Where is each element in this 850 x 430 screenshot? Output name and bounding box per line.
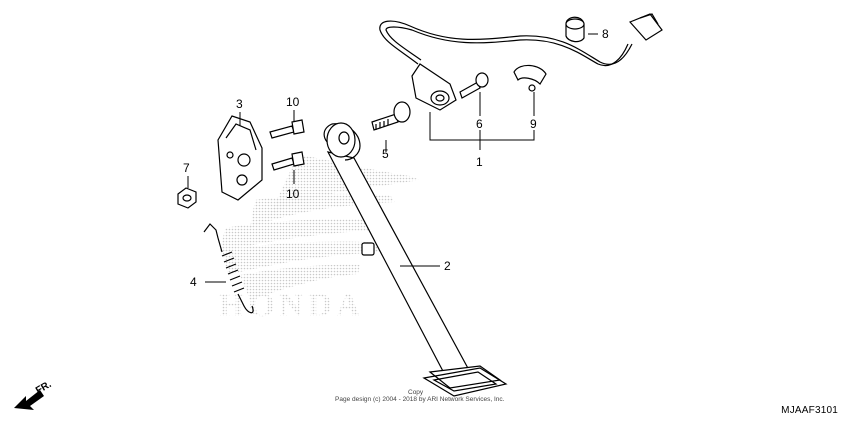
wire-clamp[interactable]: [565, 16, 585, 43]
callout-10-upper: 10: [286, 95, 300, 109]
side-stand-switch[interactable]: [379, 13, 663, 111]
flange-nut[interactable]: [177, 187, 197, 209]
callout-3: 3: [236, 97, 243, 111]
bracket-bolt-upper[interactable]: [269, 119, 305, 139]
callout-4: 4: [190, 275, 197, 289]
svg-text:FR.: FR.: [34, 379, 54, 397]
pivot-bolt[interactable]: [371, 101, 411, 131]
callout-2: 2: [444, 259, 451, 273]
svg-text:HONDA: HONDA: [218, 287, 365, 324]
callout-1: 1: [476, 155, 483, 169]
callout-9: 9: [530, 117, 537, 131]
callout-10-lower: 10: [286, 187, 300, 201]
side-stand[interactable]: [323, 122, 508, 397]
switch-bolt[interactable]: [459, 72, 489, 99]
diagram-code: MJAAF3101: [781, 405, 838, 416]
honda-wing-logo: [220, 150, 420, 300]
callout-5: 5: [382, 147, 389, 161]
copyright-line: Page design (c) 2004 - 2018 by ARI Netwo…: [335, 396, 505, 403]
honda-wordmark: HONDA: [218, 287, 365, 324]
callout-7: 7: [183, 161, 190, 175]
front-direction-arrow: FR.: [14, 379, 54, 410]
callout-8: 8: [602, 27, 609, 41]
leader-lines: [187, 33, 598, 283]
stand-spring[interactable]: [203, 223, 254, 314]
harness-clip[interactable]: [513, 64, 547, 92]
bracket-bolt-lower[interactable]: [271, 151, 305, 171]
copyright-top: Copy: [408, 389, 424, 396]
callout-6: 6: [476, 117, 483, 131]
stand-bracket[interactable]: [217, 115, 263, 201]
